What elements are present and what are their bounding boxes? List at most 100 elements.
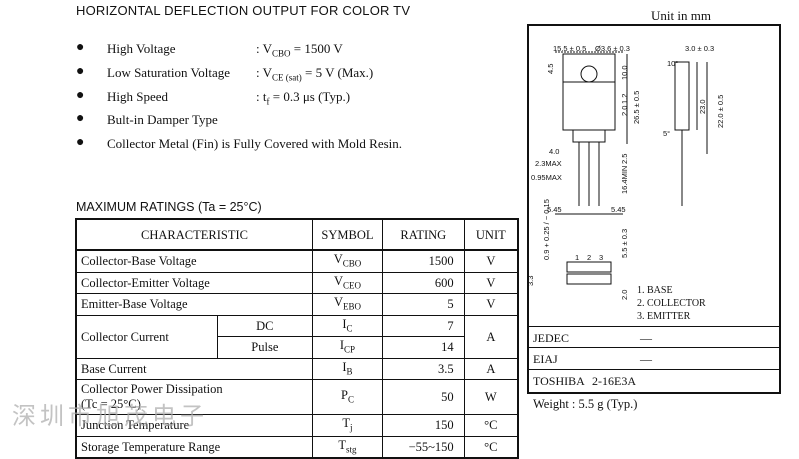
cell-characteristic: Storage Temperature Range (75, 435, 314, 459)
dim-text: 3 (599, 253, 603, 262)
dim-text: 2.0 (620, 290, 629, 300)
package-base (572, 129, 606, 143)
cell-symbol: Tj (312, 414, 383, 437)
header-unit: UNIT (463, 218, 519, 251)
cell-rating: 3.5 (381, 357, 465, 380)
dim-text: 1.2 (620, 94, 629, 104)
cell-unit: A (463, 314, 519, 359)
cell-characteristic: Base Current (75, 357, 314, 380)
package-body-side (674, 61, 690, 131)
header-characteristic: CHARACTERISTIC (75, 218, 314, 251)
table-row: Emitter-Base Voltage VEBO 5 V (75, 293, 519, 316)
table-row: Collector-Base Voltage VCBO 1500 V (75, 249, 519, 273)
jedec-label: JEDEC (533, 331, 569, 345)
cell-symbol: IC (312, 314, 383, 337)
bullet-icon: ● (76, 135, 85, 150)
feature-label: Bult-in Damper Type (107, 112, 218, 127)
cell-rating: 600 (381, 271, 465, 294)
cell-rating: 150 (381, 414, 465, 437)
cell-subcondition: Pulse (216, 336, 314, 359)
cell-rating: 50 (381, 379, 465, 415)
bullet-icon: ● (76, 111, 85, 126)
eiaj-label: EIAJ (533, 352, 558, 366)
jedec-value: — (640, 331, 652, 345)
cell-unit: °C (463, 435, 519, 459)
mounting-hole (580, 65, 598, 83)
page-title: HORIZONTAL DEFLECTION OUTPUT FOR COLOR T… (76, 3, 411, 18)
cell-unit: V (463, 271, 519, 294)
cell-symbol: VCBO (312, 249, 383, 273)
dim-text: 10° (667, 59, 678, 68)
pin-legend-3: 3. EMITTER (637, 311, 691, 322)
dim-text: 23.0 (698, 99, 707, 114)
cell-symbol: PC (312, 379, 383, 415)
dim-text: 5.5 ± 0.3 (620, 229, 629, 258)
dim-text: 3.3 (527, 276, 535, 286)
dim-text: 15.5 ± 0.5 (553, 44, 586, 53)
cell-rating: 5 (381, 293, 465, 316)
dim-text: 22.0 ± 0.5 (716, 95, 725, 128)
feature-label: High Speed (107, 89, 169, 104)
dim-text: 2.3MAX (535, 159, 562, 168)
cell-unit: A (463, 357, 519, 380)
dim-text: 2.5 (620, 154, 629, 164)
dim-text: 1 (575, 253, 579, 262)
table-row: Collector-Emitter Voltage VCEO 600 V (75, 271, 519, 294)
cell-characteristic: Emitter-Base Voltage (75, 293, 314, 316)
cell-rating: 14 (381, 336, 465, 359)
dim-text: 5° (663, 129, 670, 138)
dim-text: 5.45 (547, 205, 562, 214)
cell-unit: °C (463, 414, 519, 437)
feature-label: High Voltage (107, 41, 176, 56)
feature-label: Low Saturation Voltage (107, 65, 231, 80)
table-row: Pulse ICP 14 (76, 336, 518, 359)
feature-value: : tf = 0.3 μs (Typ.) (256, 89, 351, 107)
table-header-row: CHARACTERISTIC SYMBOL RATING UNIT (75, 218, 519, 251)
weight-note: Weight : 5.5 g (Typ.) (533, 397, 638, 411)
cell-symbol: Tstg (312, 435, 383, 459)
dim-text: 26.5 ± 0.5 (632, 91, 641, 124)
header-symbol: SYMBOL (312, 218, 383, 251)
header-rating: RATING (381, 218, 465, 251)
cell-subcondition: DC (216, 314, 314, 337)
dim-text: 10.0 (620, 65, 629, 80)
package-body-front (562, 53, 616, 131)
ratings-title: MAXIMUM RATINGS (Ta = 25°C) (76, 200, 262, 214)
package-drawing: 15.5 ± 0.5 Ø3.6 ± 0.3 3.0 ± 0.3 4.5 10° … (527, 44, 725, 300)
cell-characteristic: Collector-Emitter Voltage (75, 271, 314, 294)
cell-rating: −55~150 (381, 435, 465, 459)
toshiba-value: 2-16E3A (592, 374, 636, 388)
dim-text: 2.0 (620, 106, 629, 116)
bullet-icon: ● (76, 88, 85, 103)
cell-unit: V (463, 249, 519, 273)
dim-text: 0.9 + 0.25 / − 0.15 (542, 199, 551, 260)
cell-characteristic: Collector Power Dissipation(Tc = 25°C) (75, 379, 314, 415)
feature-value: : VCE (sat) = 5 V (Max.) (256, 65, 374, 83)
cell-characteristic: Collector-Base Voltage (75, 249, 314, 273)
cell-characteristic: Collector Current (75, 314, 218, 359)
cell-unit: V (463, 293, 519, 316)
pin-legend-1: 1. BASE (637, 285, 673, 296)
watermark: 深圳市旭茂电子 (12, 402, 208, 430)
cell-symbol: VCEO (312, 271, 383, 294)
cell-symbol: IB (312, 357, 383, 380)
table-row: Collector Power Dissipation(Tc = 25°C) P… (75, 379, 519, 415)
table-row: Base Current IB 3.5 A (75, 357, 519, 380)
pin-legend-2: 2. COLLECTOR (637, 298, 706, 309)
table-row: Collector Current DC IC 7 A (75, 314, 519, 359)
pin-end-view (566, 261, 612, 273)
cell-unit: W (463, 379, 519, 415)
dim-text: 3.0 ± 0.3 (685, 44, 714, 53)
dim-text: 5.45 (611, 205, 626, 214)
dim-text: 2 (587, 253, 591, 262)
dim-text: 4.5 (546, 64, 555, 74)
table-row: Storage Temperature Range Tstg −55~150 °… (75, 435, 519, 459)
unit-note: Unit in mm (651, 8, 711, 23)
cell-rating: 1500 (381, 249, 465, 273)
feature-label: Collector Metal (Fin) is Fully Covered w… (107, 136, 403, 151)
dim-text: 0.95MAX (531, 173, 562, 182)
feature-value: : VCBO = 1500 V (256, 41, 343, 59)
package-outline-box (527, 24, 781, 394)
cell-symbol: VEBO (312, 293, 383, 316)
cell-rating: 7 (381, 314, 465, 337)
